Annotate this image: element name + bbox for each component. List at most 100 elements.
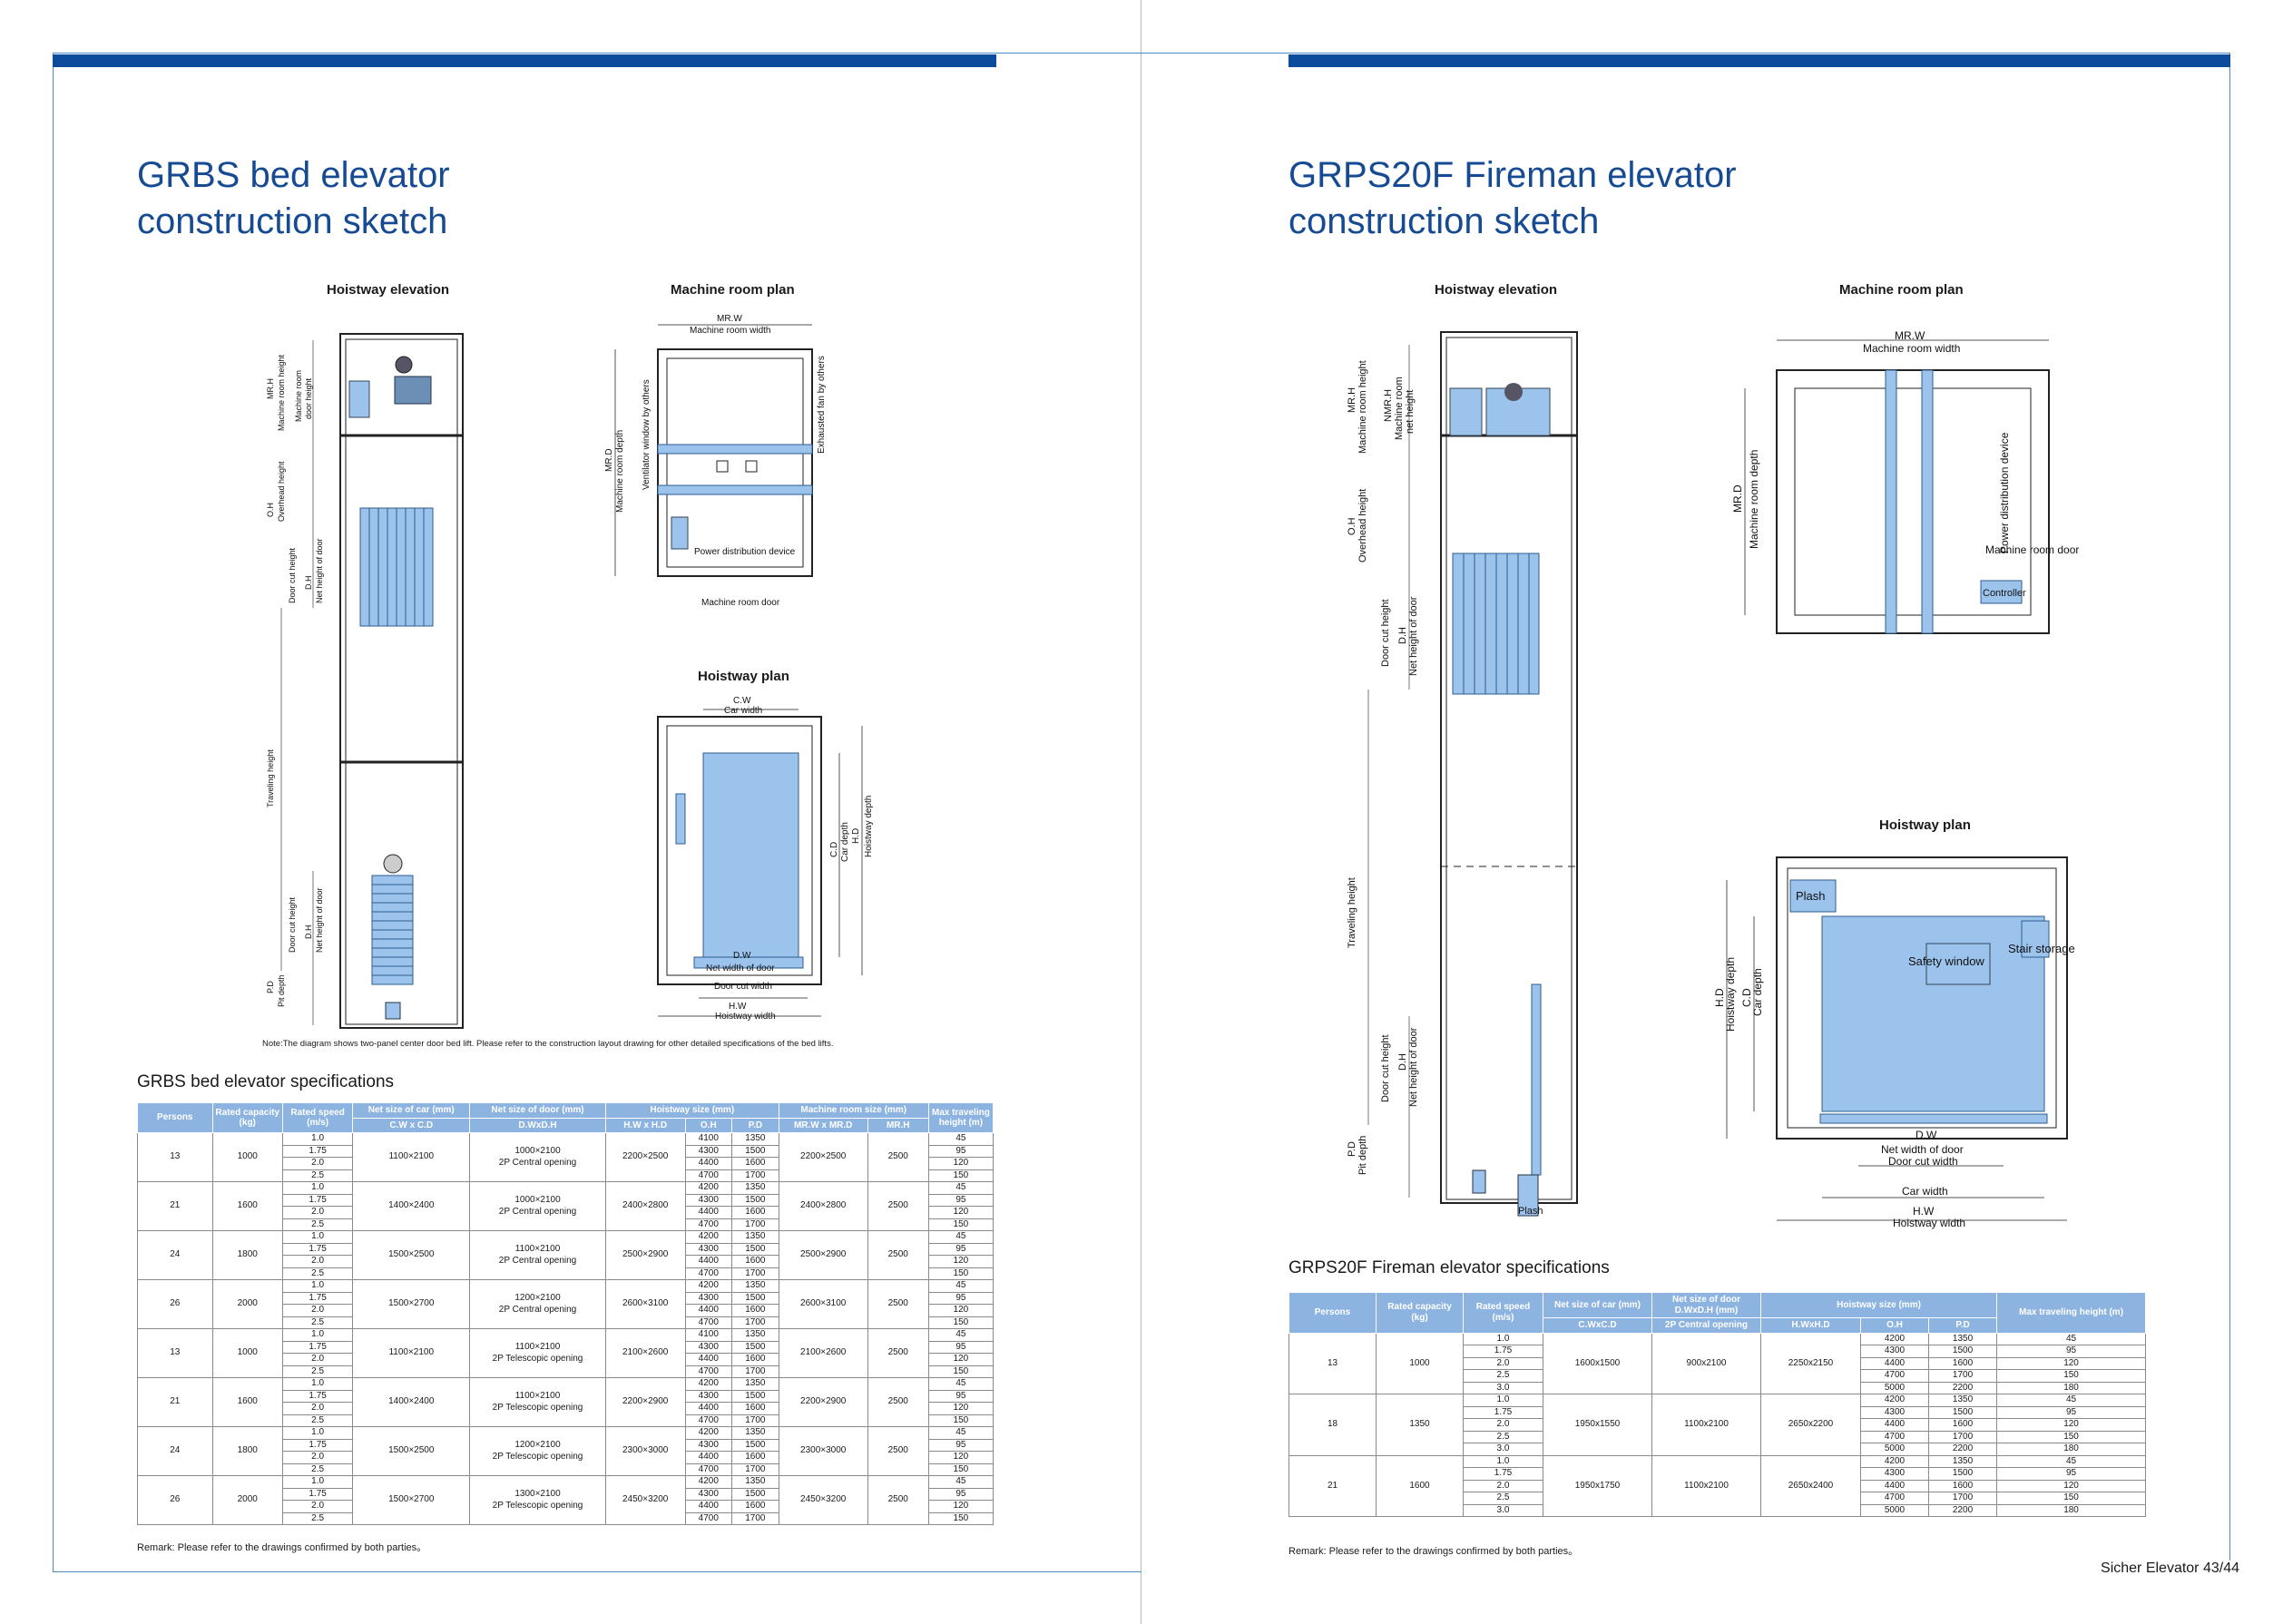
cell-pd: 1500 <box>731 1487 779 1501</box>
cell-capacity: 1000 <box>211 1328 283 1378</box>
cell-oh: 4400 <box>684 1451 733 1464</box>
door-type: 2P Telescopic opening <box>492 1353 583 1364</box>
svg-text:Net width of door: Net width of door <box>1881 1143 1964 1156</box>
svg-text:Car width: Car width <box>724 706 762 716</box>
cell-speed: 1.0 <box>281 1230 354 1244</box>
cell-speed: 1.0 <box>281 1328 354 1342</box>
cell-persons: 21 <box>137 1181 213 1231</box>
hoistway-elevation-title: Hoistway elevation <box>1435 282 1558 298</box>
cell-capacity: 1600 <box>211 1181 283 1231</box>
svg-text:Hoistway width: Hoistway width <box>715 1012 776 1022</box>
spec-title: GRBS bed elevator specifications <box>137 1072 395 1091</box>
cell-mr: 2200×2900 <box>778 1377 868 1427</box>
cell-max: 95 <box>927 1193 995 1207</box>
cell-speed: 1.0 <box>281 1426 354 1440</box>
svg-text:Power distribution device: Power distribution device <box>1998 432 2011 553</box>
door-type: 2P Central opening <box>498 1255 577 1266</box>
cell-max: 180 <box>1996 1443 2147 1456</box>
cell-capacity: 2000 <box>211 1279 283 1329</box>
svg-text:D.H: D.H <box>1397 627 1408 644</box>
svg-text:net height: net height <box>1405 390 1416 434</box>
cell-speed: 1.75 <box>281 1144 354 1158</box>
cell-mrh: 2500 <box>867 1132 929 1182</box>
cell-pd: 1600 <box>731 1402 779 1415</box>
cell-speed: 2.5 <box>281 1169 354 1182</box>
cell-pd: 1500 <box>731 1193 779 1207</box>
cell-car: 1100×2100 <box>352 1132 471 1182</box>
svg-text:Door cut width: Door cut width <box>714 982 772 992</box>
cell-speed: 2.5 <box>1463 1369 1543 1383</box>
cell-oh: 4700 <box>684 1316 733 1329</box>
svg-text:D.H: D.H <box>1397 1053 1408 1071</box>
cell-oh: 4300 <box>684 1144 733 1158</box>
svg-text:O.H: O.H <box>266 503 275 517</box>
cell-persons: 13 <box>1288 1332 1377 1394</box>
cell-max: 45 <box>927 1475 995 1489</box>
svg-text:Machine room door: Machine room door <box>1985 543 2079 556</box>
page-title: GRBS bed elevator construction sketch <box>137 152 450 245</box>
cell-speed: 2.0 <box>281 1451 354 1464</box>
svg-text:Machine room depth: Machine room depth <box>1748 450 1760 549</box>
cell-speed: 2.5 <box>1463 1492 1543 1505</box>
cell-oh: 4700 <box>684 1414 733 1427</box>
cell-pd: 1350 <box>731 1181 779 1195</box>
cell-pd: 2200 <box>1927 1443 1998 1456</box>
cell-max: 120 <box>927 1451 995 1464</box>
svg-text:door height: door height <box>304 377 313 419</box>
cell-max: 150 <box>1996 1430 2147 1443</box>
cell-max: 95 <box>1996 1405 2147 1419</box>
cell-capacity: 1000 <box>211 1132 283 1182</box>
svg-text:Door cut height: Door cut height <box>1380 1034 1391 1102</box>
cell-oh: 4400 <box>684 1255 733 1268</box>
cell-persons: 26 <box>137 1279 213 1329</box>
cell-mrh: 2500 <box>867 1230 929 1280</box>
cell-mrh: 2500 <box>867 1377 929 1427</box>
cell-persons: 18 <box>1288 1394 1377 1456</box>
svg-text:Net height of door: Net height of door <box>315 538 324 603</box>
cell-car: 1400×2400 <box>352 1377 471 1427</box>
door-type: 2P Telescopic opening <box>492 1500 583 1511</box>
cell-pd: 1350 <box>1927 1454 1998 1468</box>
fireman-hoistway-plan-drawing: Plash Stair storage Safety window H.D Ho… <box>1713 856 2075 1229</box>
svg-text:Machine room height: Machine room height <box>277 354 286 431</box>
svg-text:Hoistway width: Hoistway width <box>1893 1217 1965 1229</box>
cell-car: 1100×2100 <box>352 1328 471 1378</box>
cell-hoistway: 2500×2900 <box>604 1230 686 1280</box>
door-size: 1200×2100 <box>514 1440 561 1450</box>
th-oh-sub: O.H <box>684 1117 733 1133</box>
th-pd-sub: P.D <box>1927 1317 1998 1334</box>
machine-room-plan-title: Machine room plan <box>671 282 795 298</box>
door-size: 1100×2100 <box>514 1342 561 1352</box>
cell-oh: 4400 <box>684 1304 733 1317</box>
cell-oh: 4300 <box>684 1242 733 1256</box>
cell-oh: 4300 <box>684 1193 733 1207</box>
cell-max: 150 <box>927 1463 995 1476</box>
cell-pd: 1700 <box>731 1414 779 1427</box>
th-mr-sub: MR.W x MR.D <box>778 1117 868 1133</box>
cell-pd: 2200 <box>1927 1503 1998 1517</box>
cell-oh: 4200 <box>684 1181 733 1195</box>
cell-pd: 1350 <box>1927 1394 1998 1407</box>
cell-max: 150 <box>927 1511 995 1525</box>
cell-oh: 4100 <box>684 1132 733 1146</box>
th-car-sub: C.W x C.D <box>352 1117 471 1133</box>
cell-capacity: 1600 <box>1376 1454 1464 1517</box>
cell-speed: 1.75 <box>281 1438 354 1452</box>
svg-text:MR.W: MR.W <box>1895 329 1925 342</box>
cell-max: 150 <box>927 1267 995 1280</box>
th-mrh-sub: MR.H <box>867 1117 929 1133</box>
cell-capacity: 2000 <box>211 1475 283 1525</box>
cell-pd: 1500 <box>1927 1467 1998 1481</box>
cell-max: 150 <box>927 1365 995 1378</box>
cell-max: 95 <box>1996 1345 2147 1358</box>
cell-capacity: 1800 <box>211 1426 283 1476</box>
cell-pd: 1350 <box>731 1328 779 1342</box>
